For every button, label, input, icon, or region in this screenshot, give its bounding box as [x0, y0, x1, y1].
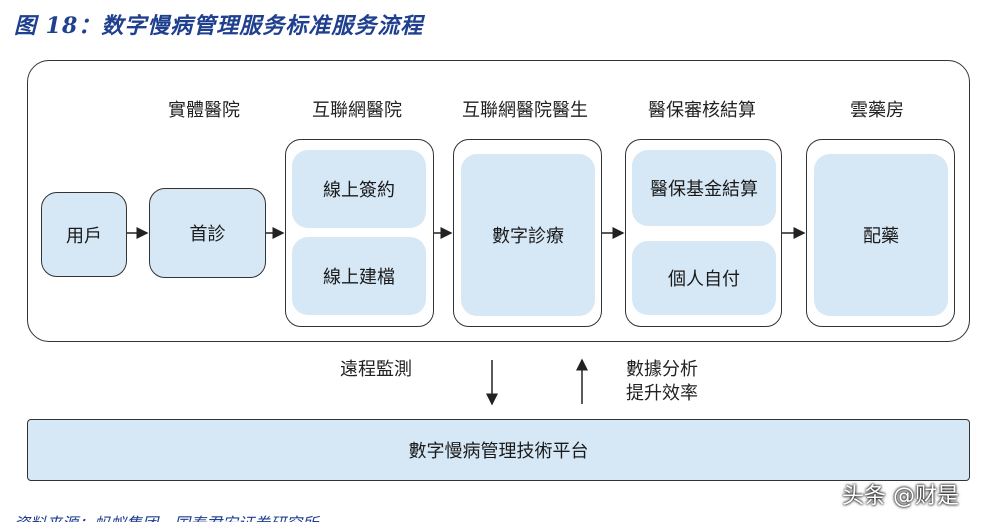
node-user: 用戶 [41, 192, 127, 277]
group-internet-doctor: 數字診療 [453, 139, 602, 327]
label-remote-monitoring: 遠程監測 [340, 359, 412, 380]
header-internet-hospital: 互聯網醫院 [312, 100, 402, 121]
node-dispense: 配藥 [814, 154, 948, 316]
watermark: 头条 @财是 [842, 484, 959, 509]
header-pharmacy: 雲藥房 [850, 100, 904, 121]
label-data-analysis: 數據分析 [626, 359, 698, 380]
node-first-visit: 首診 [149, 188, 266, 278]
technology-platform: 數字慢病管理技術平台 [27, 419, 970, 481]
figure-title: 图 18：数字慢病管理服务标准服务流程 [14, 13, 424, 39]
label-improve-efficiency: 提升效率 [626, 383, 698, 404]
header-offline-hospital: 實體醫院 [168, 100, 240, 121]
header-internet-doctor: 互聯網醫院醫生 [462, 100, 588, 121]
node-online-sign: 線上簽約 [292, 150, 426, 228]
header-insurance: 醫保審核結算 [648, 100, 756, 121]
node-online-record: 線上建檔 [292, 237, 426, 315]
group-pharmacy: 配藥 [806, 139, 955, 327]
node-insurance-fund: 醫保基金結算 [632, 150, 776, 226]
node-self-pay: 個人自付 [632, 241, 776, 315]
node-digital-treatment: 數字診療 [461, 154, 595, 316]
group-insurance: 醫保基金結算 個人自付 [625, 139, 782, 327]
source-note: 资料来源：蚂蚁集团，国泰君安证券研究所 [14, 510, 318, 522]
group-internet-hospital: 線上簽約 線上建檔 [285, 139, 434, 327]
